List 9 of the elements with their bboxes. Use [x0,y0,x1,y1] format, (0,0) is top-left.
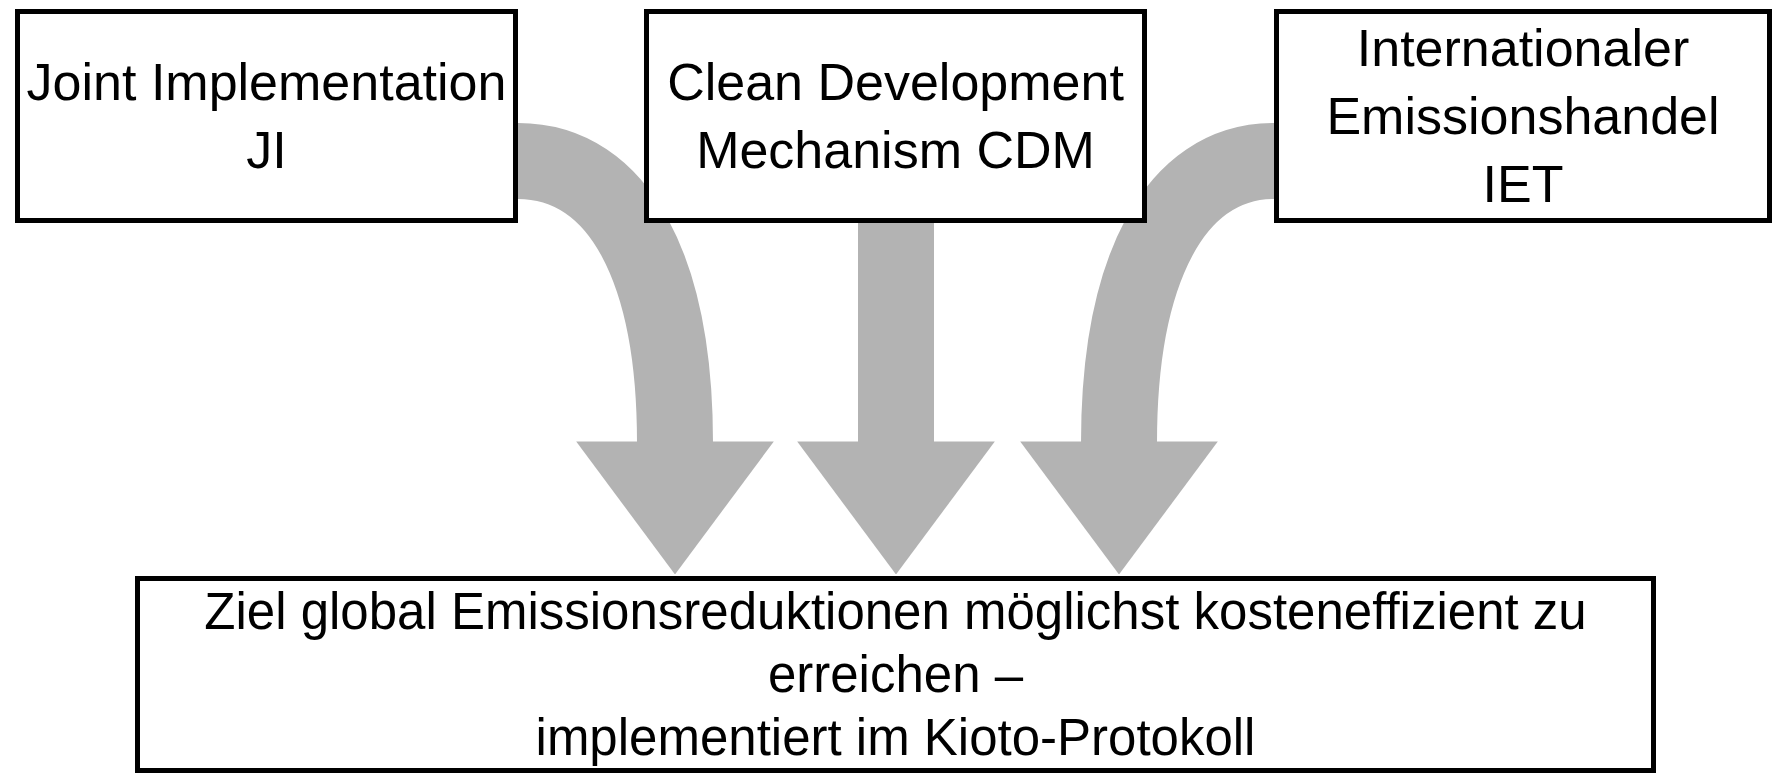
box-text: Clean Development Mechanism CDM [666,52,1125,181]
text-box [644,9,1147,223]
text-box [15,9,518,223]
block-arrow [797,223,995,575]
box-text: Joint Implementation JI [25,52,508,181]
text-box [135,576,1656,773]
text-box [1274,9,1772,223]
box-text: implementiert im Kioto-Protokoll [535,708,1256,768]
box-text: Internationaler Emissionshandel IET [1325,18,1721,215]
